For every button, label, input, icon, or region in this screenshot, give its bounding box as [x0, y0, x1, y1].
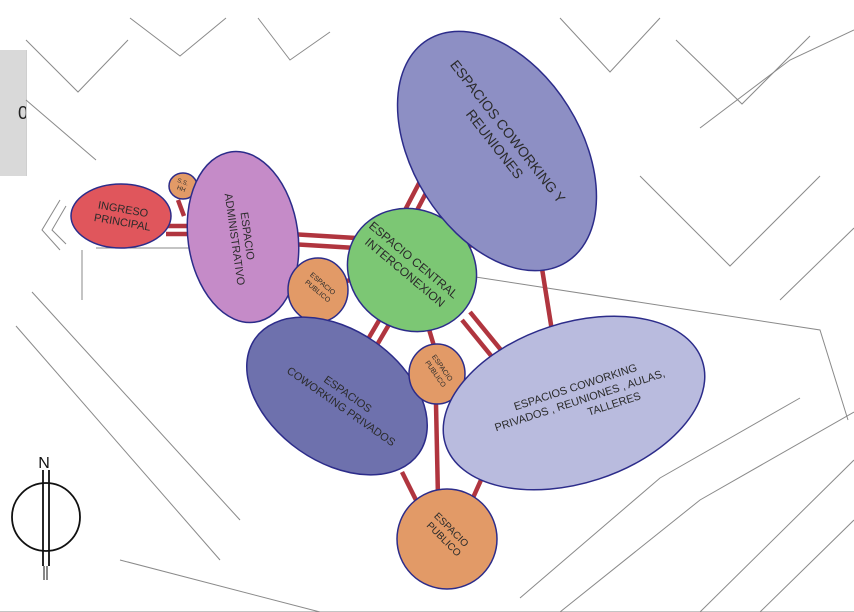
- north-arrow-circle: [11, 482, 81, 552]
- site-line: [559, 17, 661, 73]
- zone-publico-mid: [408, 343, 466, 405]
- site-line: [15, 325, 221, 561]
- site-line: [257, 17, 331, 61]
- site-context-lines: [0, 17, 854, 612]
- site-line: [519, 397, 801, 599]
- zone-bubbles: [70, 30, 706, 590]
- site-line: [559, 411, 854, 612]
- link-admin-central: [289, 231, 357, 241]
- side-tab-label: 0: [17, 102, 27, 123]
- zone-publico-bottom: [396, 488, 498, 590]
- side-tab[interactable]: 0: [0, 50, 27, 176]
- zone-ingreso-principal: [70, 183, 172, 249]
- site-line: [639, 175, 821, 267]
- link-publico-mid-publico-bottom: [433, 403, 441, 499]
- label-sshh: S.S. HH: [174, 178, 191, 195]
- north-arrow-letter: N: [38, 455, 50, 472]
- site-line: [119, 559, 321, 612]
- site-line: [699, 29, 854, 129]
- zone-cowork-top: [396, 30, 598, 272]
- site-line: [699, 459, 854, 612]
- zone-cowork-mixto: [442, 315, 706, 491]
- site-line: [25, 99, 97, 161]
- site-line: [429, 269, 849, 421]
- site-line: [25, 39, 129, 93]
- link-admin-central: [289, 241, 357, 251]
- site-line: [779, 227, 854, 301]
- site-line: [759, 519, 854, 612]
- zone-cowork-privados: [246, 316, 428, 476]
- site-line: [31, 291, 241, 521]
- site-line: [675, 35, 811, 105]
- zone-administrativo: [186, 150, 300, 324]
- site-line: [129, 17, 227, 57]
- site-line: [41, 199, 61, 251]
- site-line: [51, 205, 67, 245]
- north-arrow: N: [11, 455, 81, 580]
- link-ingreso-small: [175, 199, 187, 217]
